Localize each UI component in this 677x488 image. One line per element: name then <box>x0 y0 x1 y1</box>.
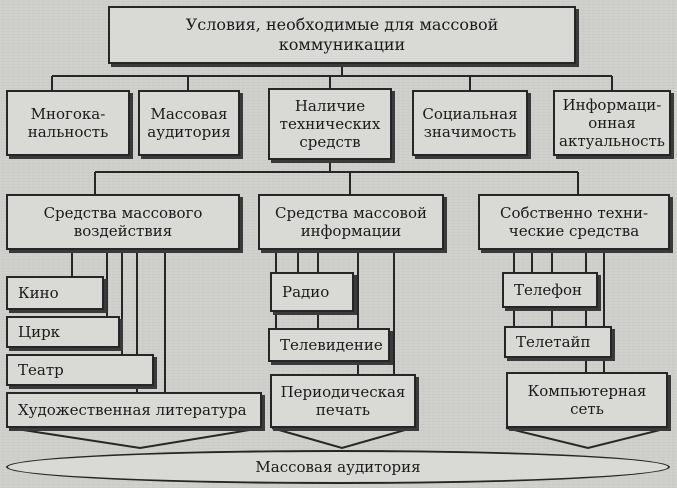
arrow-group-3 <box>505 427 669 450</box>
item-label: Компьютерная сеть <box>527 382 647 418</box>
item-label: Телефон <box>514 281 583 299</box>
condition-label: Наличие технических средств <box>279 97 381 151</box>
item-label: Цирк <box>18 323 61 341</box>
condition-information-relevance-box: Информаци- онная актуальность <box>553 90 671 156</box>
item-televidenie-box: Телевидение <box>268 328 390 362</box>
group-title: Собственно техни- ческие средства <box>499 204 649 240</box>
root-title: Условия, необходимые для массовой коммун… <box>185 15 499 54</box>
group-technical-means-box: Собственно техни- ческие средства <box>478 194 670 250</box>
group-title: Средства массового воздействия <box>43 204 203 240</box>
item-tsirk-box: Цирк <box>6 316 120 348</box>
arrow-group-2 <box>271 427 413 450</box>
item-telefon-box: Телефон <box>502 272 598 308</box>
arrow-group-1 <box>9 427 263 450</box>
item-label: Телевидение <box>280 336 383 354</box>
condition-multichannel-box: Многока- нальность <box>6 90 130 156</box>
item-teatr-box: Театр <box>6 354 154 386</box>
item-literatura-box: Художественная литература <box>6 392 262 428</box>
item-pechat-box: Периодическая печать <box>270 374 416 428</box>
condition-mass-audience-box: Массовая аудитория <box>138 90 240 156</box>
condition-label: Социальная значимость <box>422 105 518 141</box>
group-title: Средства массовой информации <box>275 204 427 240</box>
condition-label: Многока- нальность <box>27 105 109 141</box>
item-kino-box: Кино <box>6 276 104 310</box>
item-label: Радио <box>282 283 330 301</box>
item-radio-box: Радио <box>270 272 354 312</box>
result-mass-audience-ellipse: Массовая аудитория <box>6 450 670 484</box>
condition-label: Информаци- онная актуальность <box>559 96 665 150</box>
item-teletaip-box: Телетайп <box>504 326 612 358</box>
condition-label: Массовая аудитория <box>147 105 231 141</box>
item-label: Художественная литература <box>18 401 247 419</box>
condition-social-significance-box: Социальная значимость <box>412 90 528 156</box>
item-label: Театр <box>18 361 64 379</box>
condition-technical-means-box: Наличие технических средств <box>268 88 392 160</box>
item-label: Кино <box>18 284 59 302</box>
group-mass-media-box: Средства массовой информации <box>258 194 444 250</box>
group-mass-impact-box: Средства массового воздействия <box>6 194 240 250</box>
item-label: Периодическая печать <box>280 383 406 419</box>
item-kompyuternaya-set-box: Компьютерная сеть <box>506 372 668 428</box>
result-label: Массовая аудитория <box>255 458 421 476</box>
root-conditions-box: Условия, необходимые для массовой коммун… <box>108 6 576 64</box>
item-label: Телетайп <box>516 333 591 351</box>
